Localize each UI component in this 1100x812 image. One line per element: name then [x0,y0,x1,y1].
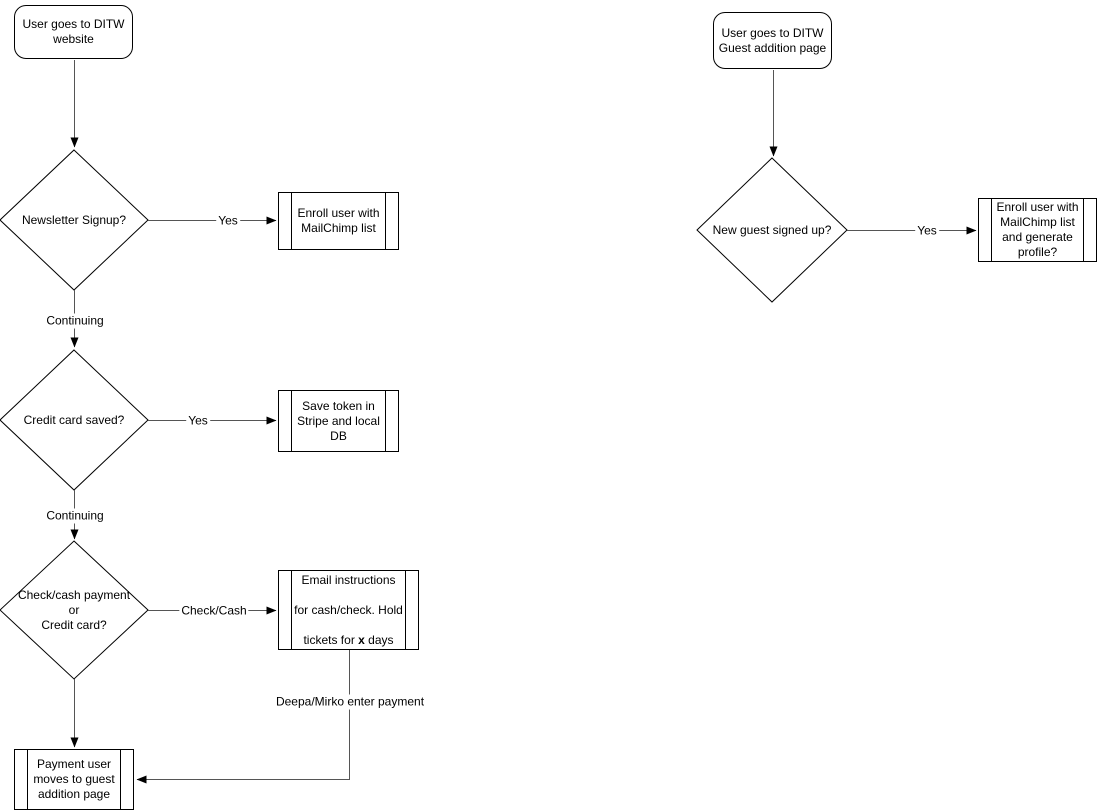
edge-label-continuing-2: Continuing [44,508,106,524]
node-process-enroll-generate-label: Enroll user with MailChimp list and gene… [996,200,1079,259]
edge-label-yes-newsletter: Yes [216,213,240,229]
node-process-email-instructions-label: Email instructions for cash/check. Hold … [294,572,403,647]
node-decision-payment-type[interactable]: Check/cash payment or Credit card? [0,541,148,679]
edge-email-to-payment-page [136,650,350,784]
edge-label-yes-new-guest: Yes [915,223,939,239]
edge-label-continuing-1: Continuing [44,313,106,329]
node-process-email-instructions[interactable]: Email instructions for cash/check. Hold … [278,570,419,650]
node-process-save-token-label: Save token in Stripe and local DB [297,398,380,443]
node-decision-credit-saved[interactable]: Credit card saved? [0,350,148,490]
decision-new-guest-outline [696,157,848,303]
node-start-guest-page[interactable]: User goes to DITW Guest addition page [713,12,832,69]
node-decision-new-guest[interactable]: New guest signed up? [697,158,847,302]
edge-label-yes-credit: Yes [186,413,210,429]
node-process-enroll-generate[interactable]: Enroll user with MailChimp list and gene… [978,198,1097,262]
node-decision-payment-type-label: Check/cash payment or Credit card? [17,587,131,632]
node-process-enroll-mailchimp-label: Enroll user with MailChimp list [297,206,380,235]
node-start-website[interactable]: User goes to DITW website [14,5,133,59]
node-process-payment-moves[interactable]: Payment user moves to guest addition pag… [14,749,134,810]
node-process-payment-moves-label: Payment user moves to guest addition pag… [33,757,115,801]
node-decision-credit-saved-label: Credit card saved? [23,412,125,427]
edge-label-deepa-mirko: Deepa/Mirko enter payment [273,694,427,710]
node-start-guest-page-label: User goes to DITW Guest addition page [718,25,827,55]
node-decision-newsletter-label: Newsletter Signup? [21,212,127,227]
node-decision-new-guest-label: New guest signed up? [712,222,832,237]
node-process-enroll-mailchimp[interactable]: Enroll user with MailChimp list [278,192,399,250]
node-start-website-label: User goes to DITW website [22,17,125,46]
edge-label-check-cash: Check/Cash [179,603,249,619]
node-decision-newsletter[interactable]: Newsletter Signup? [0,150,148,290]
node-process-save-token[interactable]: Save token in Stripe and local DB [278,390,399,452]
